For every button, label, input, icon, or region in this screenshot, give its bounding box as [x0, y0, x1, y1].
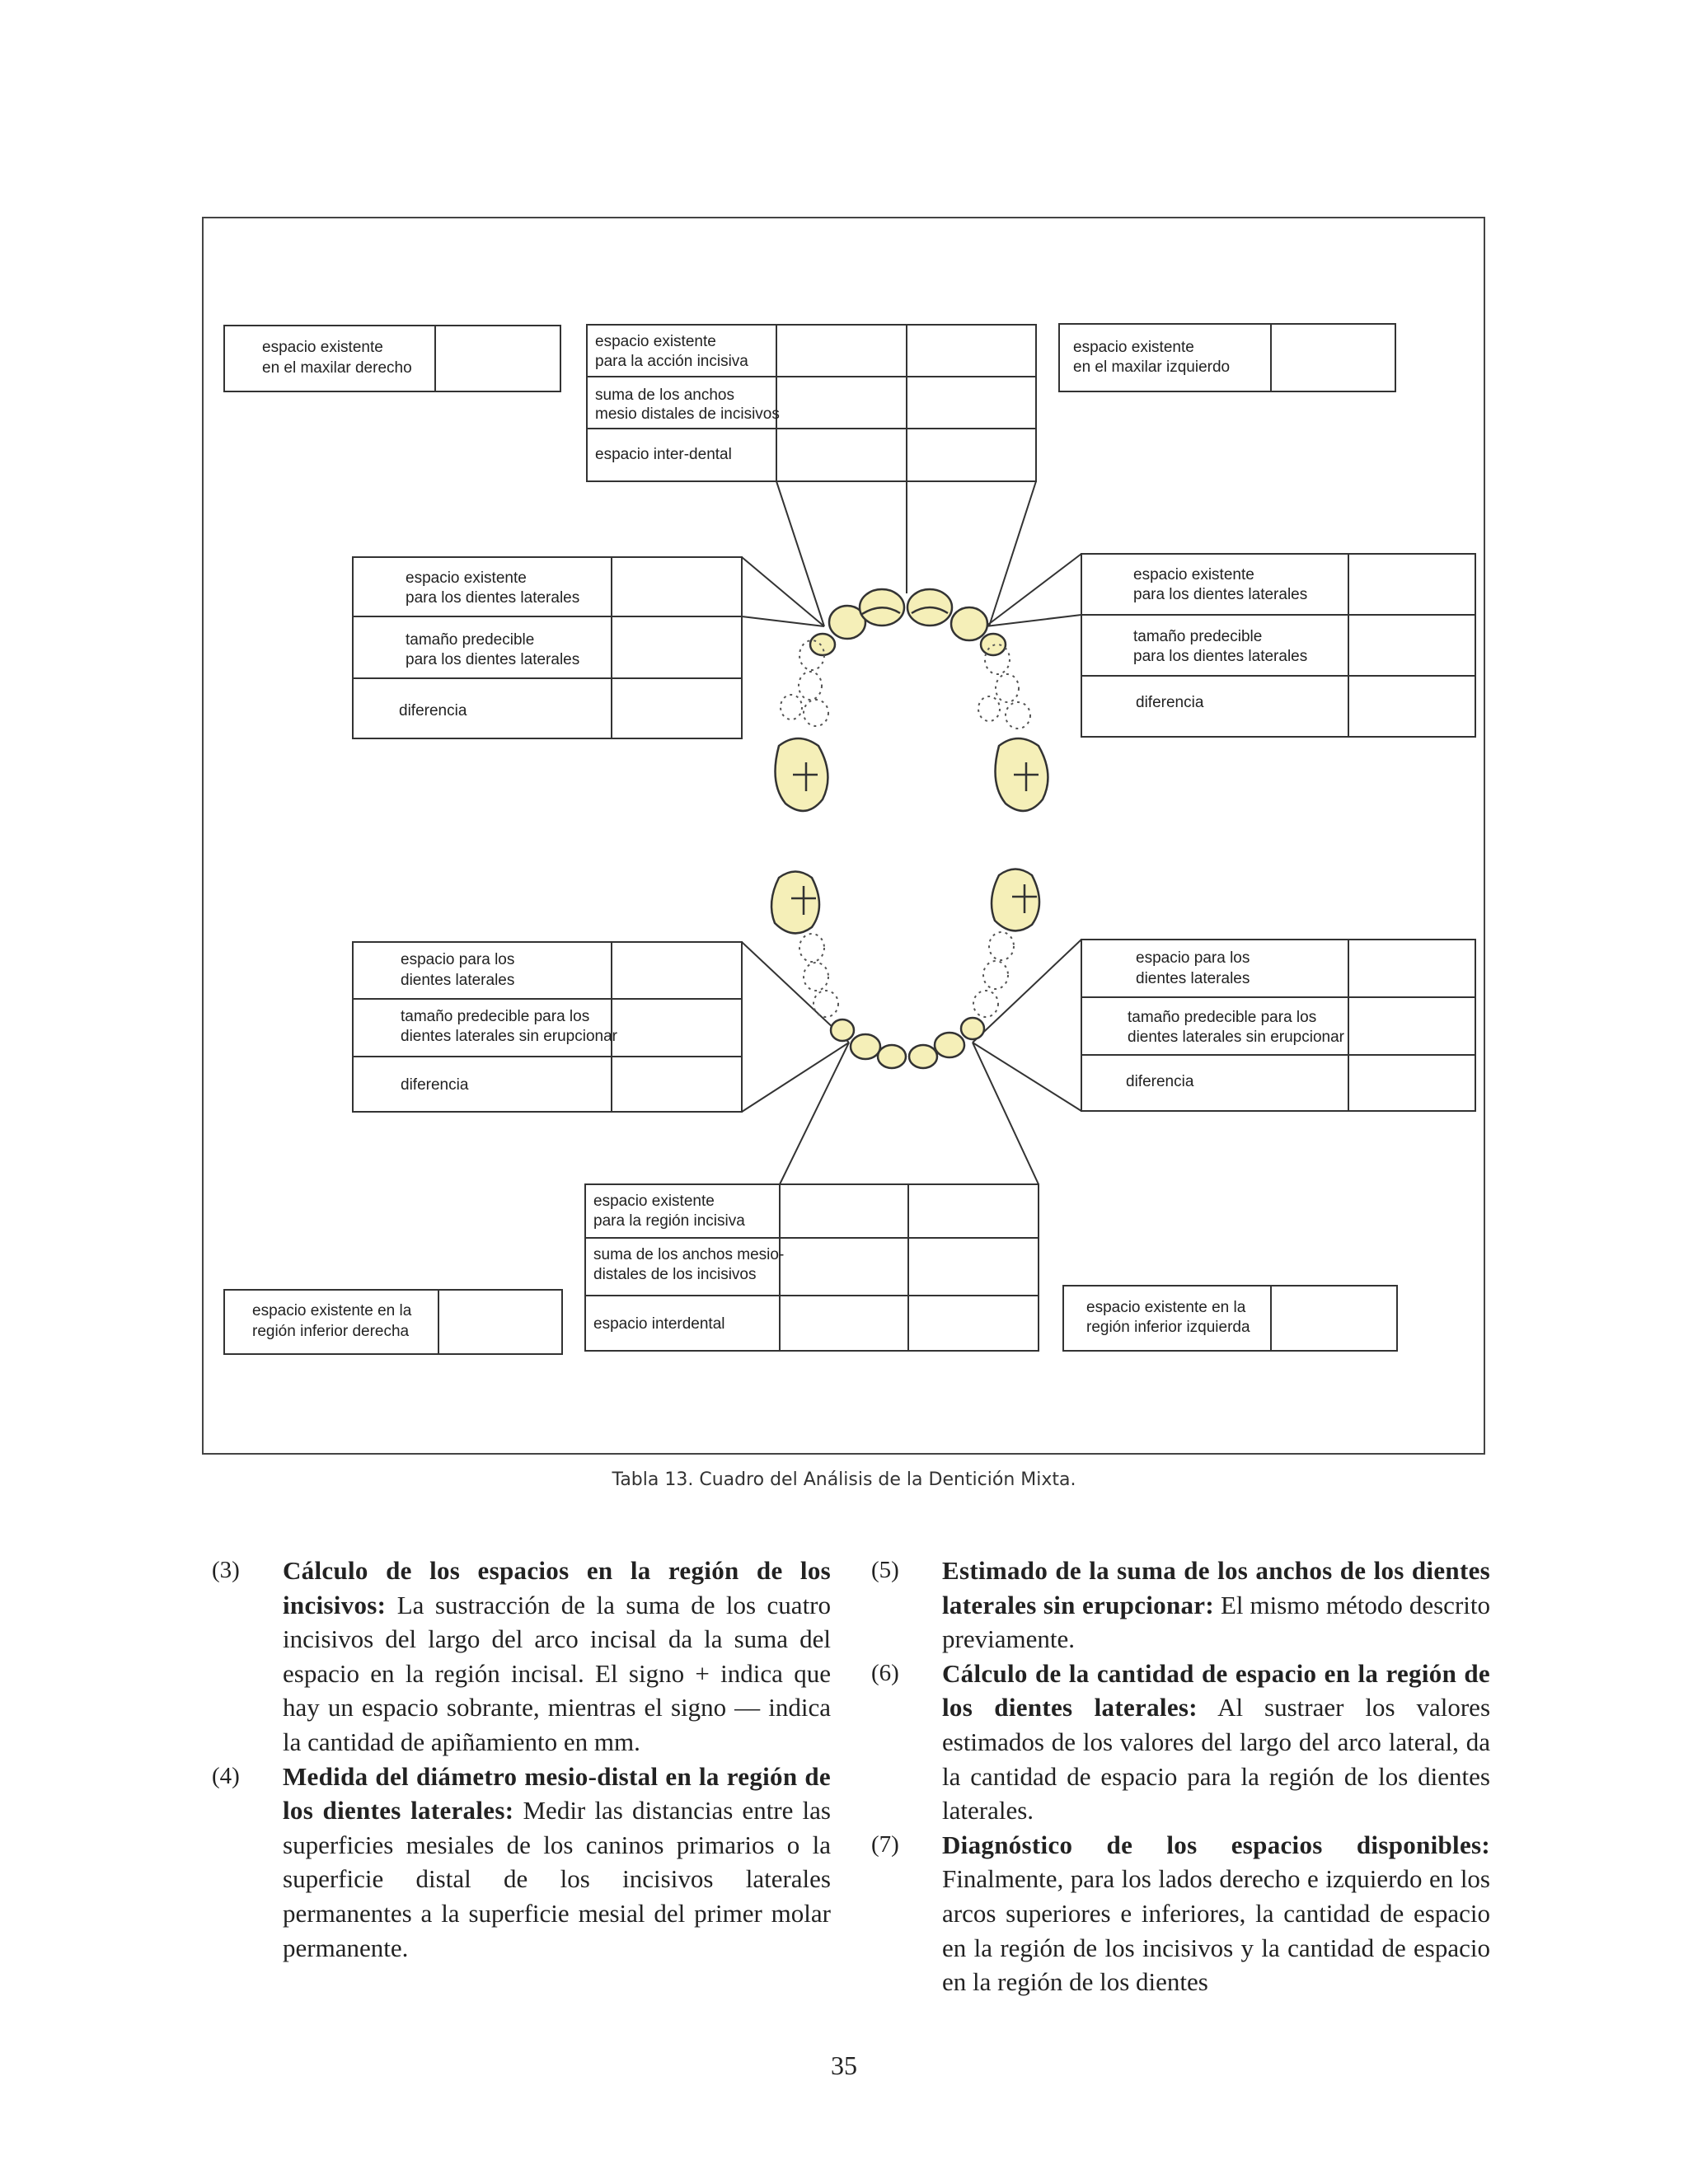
label-uc-1b: mesio distales de incisivos — [595, 405, 780, 423]
label-lbl-2: región inferior derecha — [252, 1323, 410, 1340]
upper-top-left-box — [223, 325, 561, 392]
lower-right-table — [1081, 939, 1476, 1112]
label-utr-2: en el maxilar izquierdo — [1073, 359, 1230, 376]
item-body: La sustracción de la suma de los cuatro … — [283, 1590, 831, 1756]
item-number: (5) — [871, 1557, 899, 1583]
label-lr-0b: dientes laterales — [1136, 970, 1250, 987]
upper-top-right-box — [1058, 323, 1396, 392]
label-lc-0a: espacio existente — [593, 1193, 715, 1210]
item-number: (7) — [871, 1830, 899, 1858]
item-body: Finalmente, para los lados derecho e izq… — [942, 1864, 1490, 1997]
upper-right-table — [1081, 553, 1476, 738]
label-lr-1b: dientes laterales sin erupcionar — [1128, 1029, 1345, 1046]
label-ur-0a: espacio existente — [1133, 566, 1254, 583]
text-column-left: (3) Cálculo de los espacios en la región… — [212, 1554, 831, 1966]
label-ul-2a: diferencia — [399, 702, 467, 719]
item-body: Medir las distancias entre las superfici… — [283, 1796, 831, 1962]
label-lc-0b: para la región incisiva — [593, 1212, 745, 1230]
label-ur-1b: para los dientes laterales — [1133, 648, 1307, 665]
label-lbl-1: espacio existente en la — [252, 1302, 412, 1319]
label-ul-1b: para los dientes laterales — [406, 651, 579, 668]
label-ul-0a: espacio existente — [406, 569, 527, 587]
label-ll-2a: diferencia — [401, 1076, 469, 1094]
label-lr-2a: diferencia — [1126, 1073, 1194, 1090]
text-column-right: (5) Estimado de la suma de los anchos de… — [871, 1554, 1491, 1999]
label-ll-0b: dientes laterales — [401, 972, 514, 989]
upper-leader-lines — [741, 480, 1082, 627]
diagram-labels: espacio existente en el maxilar derecho … — [252, 333, 1345, 1340]
upper-center-table — [586, 324, 1037, 482]
item-title: Cálculo de la cantidad de espacio en la … — [942, 1658, 1490, 1722]
page-number: 35 — [831, 2050, 857, 2080]
item-body: El mismo método descrito previamente. — [942, 1590, 1490, 1654]
label-lc-1a: suma de los anchos mesio- — [593, 1246, 784, 1263]
label-lbr-1: espacio existente en la — [1086, 1299, 1246, 1316]
upper-arch-teeth — [774, 588, 1049, 812]
label-lr-1a: tamaño predecible para los — [1128, 1009, 1316, 1026]
label-utr-1: espacio existente — [1073, 339, 1194, 356]
label-uc-1a: suma de los anchos — [595, 387, 734, 404]
list-item: (4) Medida del diámetro mesio-distal en … — [212, 1760, 831, 1966]
label-lbr-2: región inferior izquierda — [1086, 1319, 1250, 1336]
label-utl-1: espacio existente — [262, 339, 383, 356]
item-body: Al sustraer los valores estimados de los… — [942, 1693, 1491, 1825]
lower-arch-teeth — [770, 868, 1041, 1070]
label-ll-1b: dientes laterales sin erupcionar — [401, 1028, 618, 1045]
list-item: (5) Estimado de la suma de los anchos de… — [871, 1554, 1490, 1657]
list-item: (3) Cálculo de los espacios en la región… — [212, 1554, 831, 1760]
item-title: Estimado de la suma de los anchos de los… — [942, 1556, 1490, 1619]
item-number: (4) — [212, 1762, 240, 1789]
list-item: (7) Diagnóstico de los espacios disponib… — [871, 1828, 1490, 1999]
lower-bottom-left-box — [223, 1289, 563, 1355]
label-lr-0a: espacio para los — [1136, 949, 1250, 967]
label-uc-0b: para la acción incisiva — [595, 353, 748, 370]
label-lc-2a: espacio interdental — [593, 1315, 725, 1333]
item-number: (3) — [212, 1557, 240, 1583]
label-ul-1a: tamaño predecible — [406, 631, 534, 649]
lower-bottom-right-box — [1062, 1285, 1398, 1352]
upper-unerupted-teeth — [780, 640, 1031, 729]
item-title: Cálculo de los espacios en la región de … — [283, 1556, 831, 1619]
figure-caption: Tabla 13. Cuadro del Análisis de la Dent… — [612, 1469, 1076, 1490]
label-ur-2a: diferencia — [1136, 694, 1204, 711]
lower-unerupted-teeth — [799, 931, 1015, 1018]
figure-frame — [202, 217, 1485, 1455]
item-title: Medida del diámetro mesio-distal en la r… — [283, 1761, 831, 1825]
label-ur-0b: para los dientes laterales — [1133, 586, 1307, 603]
lower-center-table — [584, 1183, 1039, 1352]
upper-left-table — [352, 556, 743, 739]
label-lc-1b: distales de los incisivos — [593, 1266, 756, 1283]
label-uc-0a: espacio existente — [595, 333, 716, 350]
label-ur-1a: tamaño predecible — [1133, 628, 1262, 645]
list-item: (6) Cálculo de la cantidad de espacio en… — [871, 1657, 1491, 1828]
item-number: (6) — [871, 1659, 899, 1686]
item-title: Diagnóstico de los espacios disponibles: — [942, 1830, 1490, 1859]
label-utl-2: en el maxilar derecho — [262, 359, 412, 377]
label-ll-1a: tamaño predecible para los — [401, 1008, 589, 1025]
label-uc-2a: espacio inter-dental — [595, 446, 732, 463]
lower-left-table — [352, 941, 743, 1113]
label-ul-0b: para los dientes laterales — [406, 589, 579, 607]
label-ll-0a: espacio para los — [401, 951, 514, 968]
